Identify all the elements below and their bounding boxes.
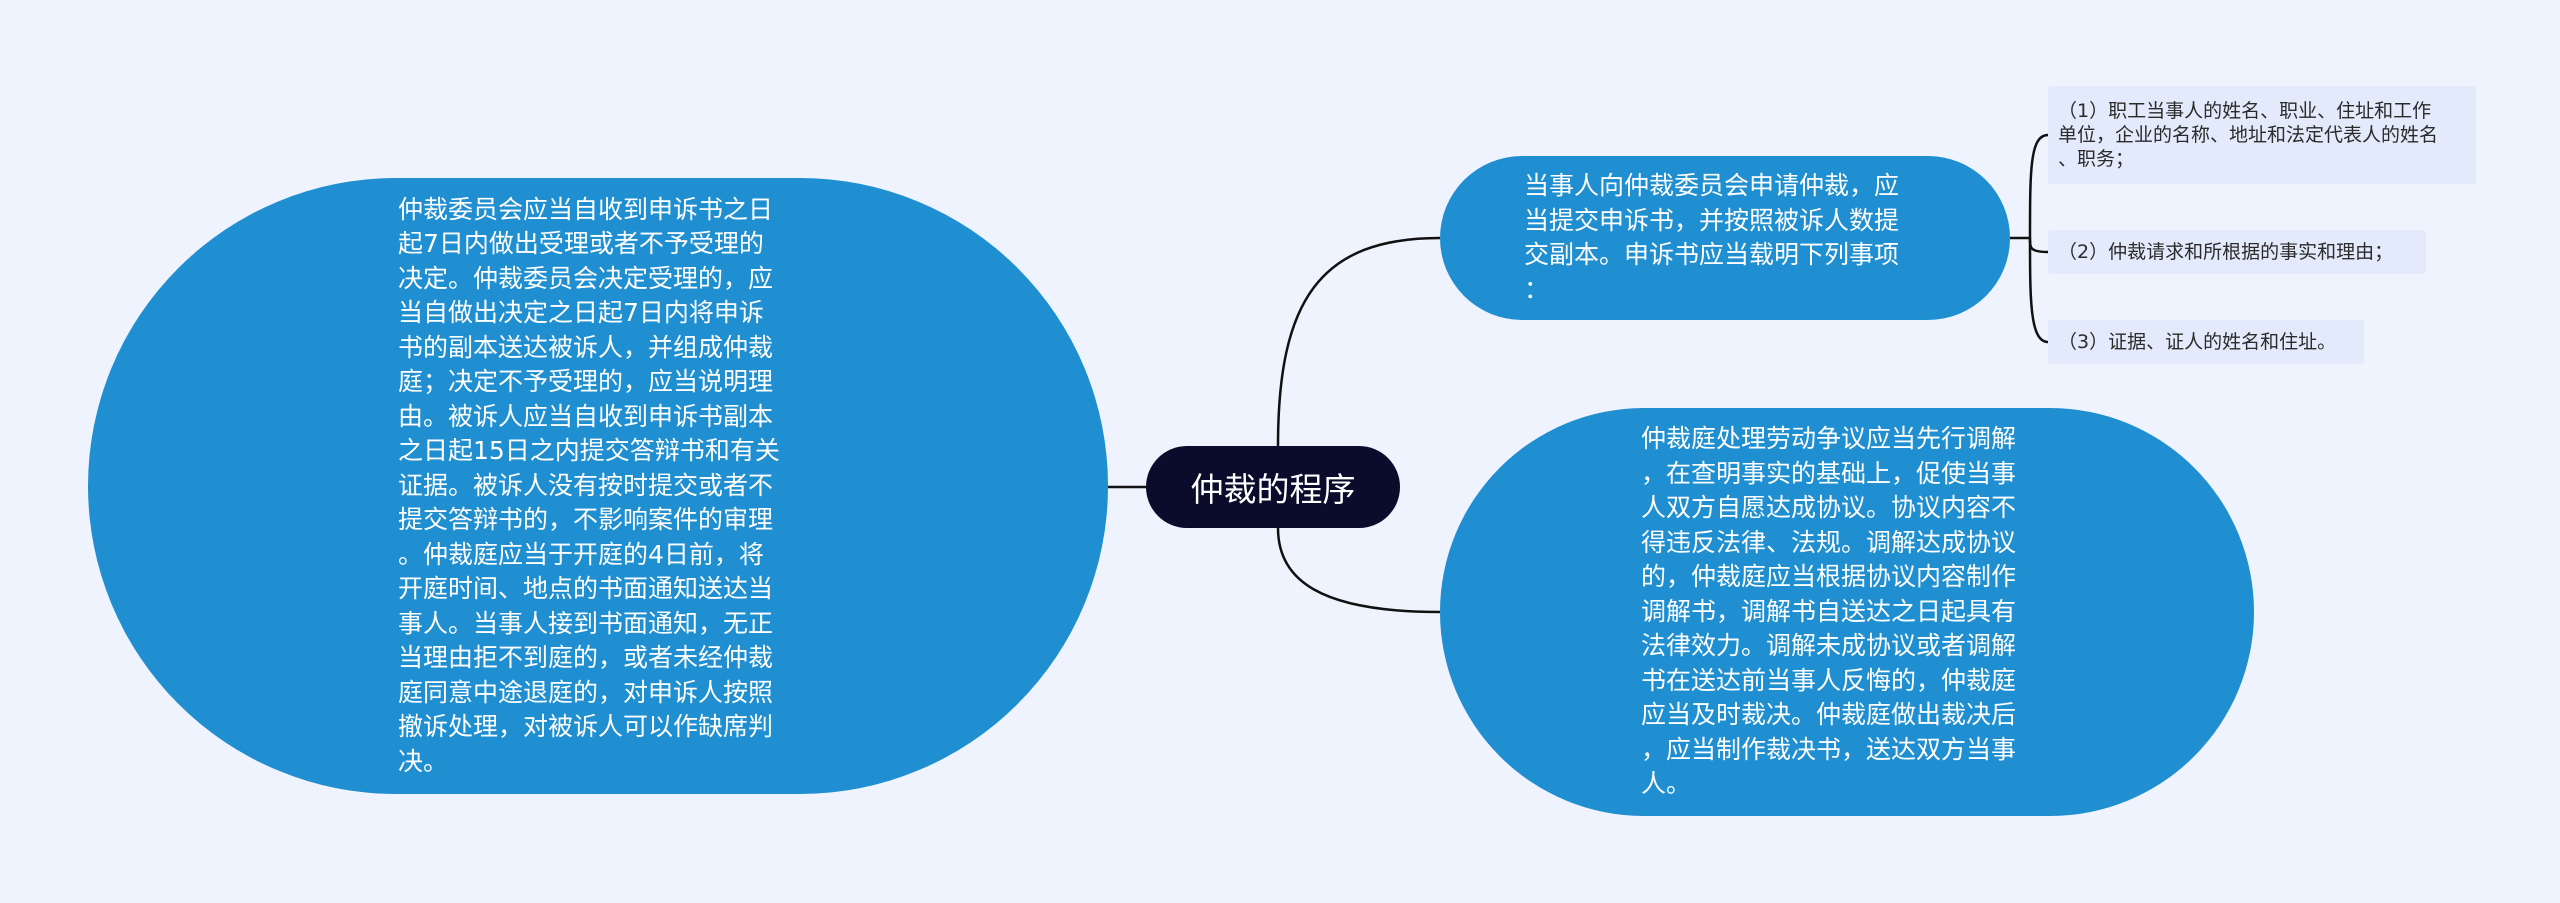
connector-root-to-top: [1276, 236, 1441, 447]
connector-root-to-bottom: [1276, 527, 1441, 614]
leaf-text-item-2: （2）仲裁请求和所根据的事实和理由；: [2058, 241, 2394, 263]
root-label: 仲裁的程序: [1190, 470, 1356, 509]
branch-text-mediation: 仲裁庭处理劳动争议应当先行调解 ，在查明事实的基础上，促使当事 人双方自愿达成协…: [1641, 424, 2017, 799]
branch-node-mediation[interactable]: 仲裁庭处理劳动争议应当先行调解 ，在查明事实的基础上，促使当事 人双方自愿达成协…: [1440, 408, 2254, 816]
connector-top-to-item-2: [2028, 237, 2049, 254]
connector-top-to-item-3: [2028, 237, 2049, 344]
branch-node-procedure[interactable]: 仲裁委员会应当自收到申诉书之日 起7日内做出受理或者不予受理的 决定。仲裁委员会…: [88, 178, 1108, 794]
connector-top-to-item-1: [2028, 133, 2049, 239]
leaf-node-item-1[interactable]: （1）职工当事人的姓名、职业、住址和工作 单位，企业的名称、地址和法定代表人的姓…: [2048, 86, 2476, 184]
leaf-node-item-3[interactable]: （3）证据、证人的姓名和住址。: [2048, 320, 2364, 364]
leaf-text-item-1: （1）职工当事人的姓名、职业、住址和工作 单位，企业的名称、地址和法定代表人的姓…: [2058, 100, 2439, 170]
branch-node-application[interactable]: 当事人向仲裁委员会申请仲裁，应 当提交申诉书，并按照被诉人数提 交副本。申诉书应…: [1440, 156, 2010, 320]
branch-text-application: 当事人向仲裁委员会申请仲裁，应 当提交申诉书，并按照被诉人数提 交副本。申诉书应…: [1524, 171, 1900, 304]
root-node[interactable]: 仲裁的程序: [1146, 446, 1400, 528]
leaf-text-item-3: （3）证据、证人的姓名和住址。: [2058, 331, 2337, 353]
branch-text-procedure: 仲裁委员会应当自收到申诉书之日 起7日内做出受理或者不予受理的 决定。仲裁委员会…: [398, 194, 780, 776]
leaf-node-item-2[interactable]: （2）仲裁请求和所根据的事实和理由；: [2048, 230, 2426, 274]
